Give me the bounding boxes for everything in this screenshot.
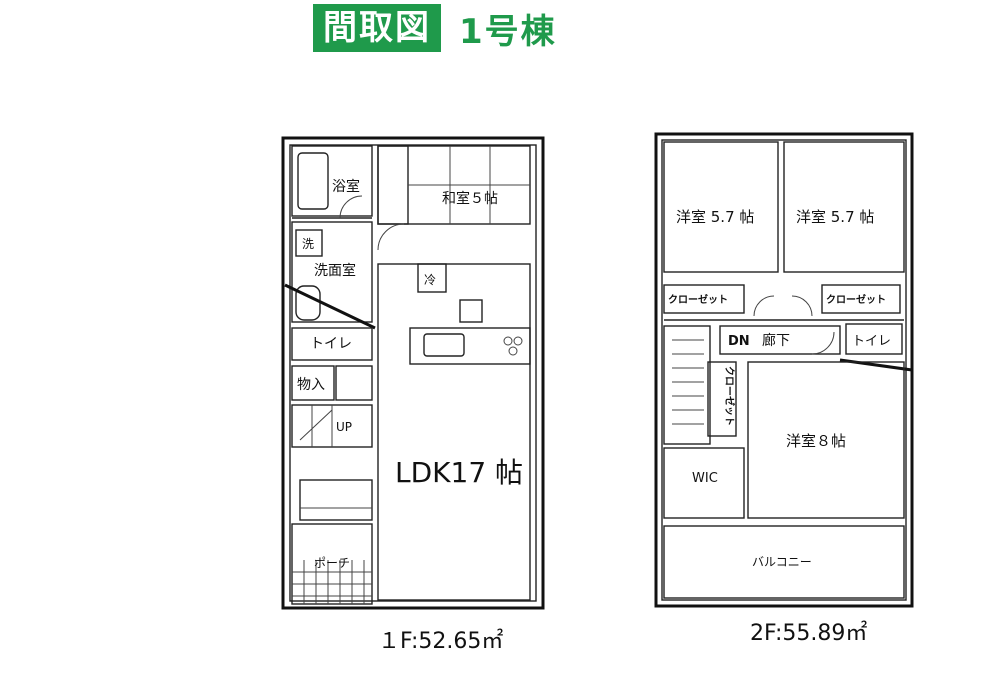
bathtub [297, 152, 329, 210]
floor1-plan [281, 136, 545, 610]
floor1-area: １F:52.65㎡ [378, 628, 503, 654]
toilet-1f [291, 327, 373, 361]
stairs-2f [663, 325, 711, 445]
hallway [719, 325, 841, 355]
label-washroom: 洗面室 [314, 262, 356, 279]
page-header: 間取図 1号棟 [313, 4, 557, 52]
label-dn: DN [728, 334, 750, 349]
washer-box [295, 229, 323, 257]
storage-room [291, 365, 335, 401]
label-bath: 浴室 [332, 178, 360, 195]
western-room-b [783, 141, 905, 273]
building-number: 1号棟 [459, 11, 557, 52]
kitchen-sink [423, 333, 465, 357]
walk-in-closet [663, 447, 745, 519]
label-toilet-1f: トイレ [310, 336, 352, 352]
label-storage: 物入 [297, 377, 325, 393]
label-porch: ポーチ [314, 556, 350, 570]
floor1-outer-wall [281, 136, 545, 610]
label-balcony: バルコニー [752, 555, 812, 569]
entrance-hall [299, 479, 373, 521]
label-closet-b: クローゼット [826, 293, 886, 306]
porch [291, 523, 373, 605]
closet-c [707, 361, 737, 437]
label-fridge: 冷 [424, 273, 436, 287]
label-up: UP [336, 420, 352, 434]
label-washer: 洗 [302, 237, 314, 251]
washroom [291, 221, 373, 323]
label-ldk: LDK17 帖 [395, 456, 523, 489]
label-western-b: 洋室 5.7 帖 [796, 208, 874, 226]
closet-a [663, 284, 745, 314]
label-wic: WIC [692, 471, 718, 486]
label-toilet-2f: トイレ [852, 334, 891, 349]
page-title: 間取図 [313, 4, 441, 52]
balcony [663, 525, 905, 599]
label-hallway: 廊下 [762, 332, 790, 349]
floor2-area: 2F:55.89㎡ [750, 620, 867, 646]
western-room-main [747, 361, 905, 519]
label-western-a: 洋室 5.7 帖 [676, 208, 754, 226]
kitchen-counter [409, 327, 531, 365]
toilet-2f [845, 323, 903, 355]
ldk-room [377, 263, 531, 601]
floor2-plan [654, 132, 914, 608]
label-western-main: 洋室８帖 [786, 432, 846, 450]
bath-room [291, 145, 373, 217]
closet-b [821, 284, 901, 314]
label-closet-c: クローゼット [723, 366, 736, 426]
label-closet-a: クローゼット [668, 293, 728, 306]
fridge-box [417, 263, 447, 293]
western-room-a [663, 141, 779, 273]
range-hood [459, 299, 483, 323]
label-japanese-room: 和室５帖 [442, 190, 498, 207]
